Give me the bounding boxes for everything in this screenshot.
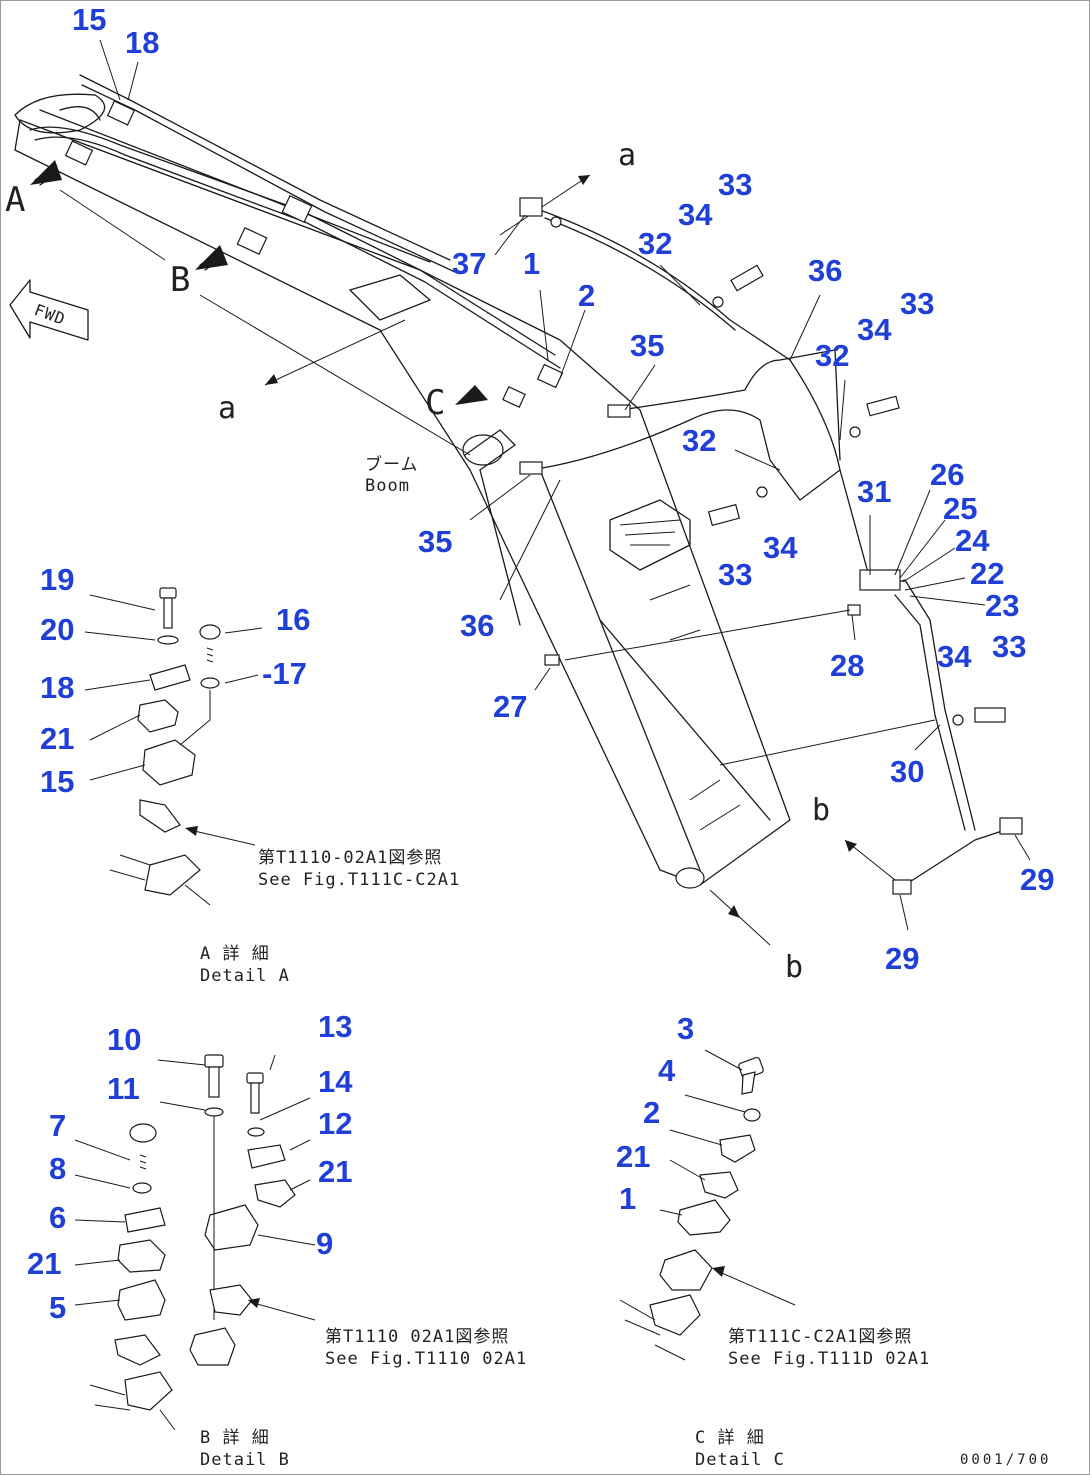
callout-24: 24 bbox=[955, 523, 990, 558]
callout-8: 8 bbox=[49, 1151, 67, 1186]
boom-outline bbox=[14, 109, 791, 889]
callout-14: 14 bbox=[318, 1064, 353, 1099]
callout-21: 21 bbox=[27, 1246, 62, 1281]
hose-routing bbox=[529, 209, 1006, 886]
detail-c-title-jp: C 詳 細 bbox=[695, 1428, 765, 1448]
callout-13: 13 bbox=[318, 1009, 353, 1044]
callout-20: 20 bbox=[40, 612, 75, 647]
callout-34: 34 bbox=[763, 530, 798, 565]
callout-21: 21 bbox=[616, 1139, 651, 1174]
callout-21: 21 bbox=[318, 1154, 353, 1189]
callout-28: 28 bbox=[830, 648, 865, 683]
callout-33: 33 bbox=[718, 557, 753, 592]
callout-29: 29 bbox=[885, 941, 920, 976]
detail-c-ref-jp: 第T111C-C2A1図参照 bbox=[728, 1327, 913, 1347]
detail-a-ref-en: See Fig.T111C-C2A1 bbox=[258, 870, 461, 890]
callout-35: 35 bbox=[630, 328, 665, 363]
callout-1: 1 bbox=[523, 246, 541, 281]
callout-36: 36 bbox=[808, 253, 843, 288]
boom-clamps bbox=[64, 100, 564, 408]
callout-34: 34 bbox=[937, 639, 972, 674]
callout-7: 7 bbox=[49, 1108, 67, 1143]
callout-21: 21 bbox=[40, 721, 75, 756]
callout-32: 32 bbox=[815, 338, 850, 373]
view-label-b: b bbox=[812, 793, 832, 828]
callout-5: 5 bbox=[49, 1290, 67, 1325]
valve-block bbox=[609, 499, 691, 571]
callout-15: 15 bbox=[40, 764, 75, 799]
leader-lines bbox=[99, 39, 1031, 931]
callout-30: 30 bbox=[890, 754, 925, 789]
callout-31: 31 bbox=[857, 474, 892, 509]
detail-b-title-jp: B 詳 細 bbox=[200, 1428, 270, 1448]
detail-b-ref-en: See Fig.T1110 02A1 bbox=[325, 1349, 528, 1369]
callout-3: 3 bbox=[677, 1011, 695, 1046]
callout-12: 12 bbox=[318, 1106, 353, 1141]
detail-a bbox=[84, 587, 263, 906]
callout-37: 37 bbox=[452, 246, 487, 281]
detail-a-title-en: Detail A bbox=[200, 966, 290, 986]
view-label-b: b bbox=[785, 950, 805, 985]
detail-a-ref-jp: 第T1110-02A1図参照 bbox=[258, 848, 443, 868]
callout-2: 2 bbox=[578, 278, 596, 313]
detail-c-title-en: Detail C bbox=[695, 1450, 785, 1470]
callout-32: 32 bbox=[638, 226, 673, 261]
callout-4: 4 bbox=[658, 1053, 676, 1088]
callout-25: 25 bbox=[943, 491, 978, 526]
callout-2: 2 bbox=[643, 1095, 661, 1130]
view-pointers bbox=[264, 174, 896, 946]
view-label-a: a bbox=[218, 391, 238, 426]
callout-29: 29 bbox=[1020, 862, 1055, 897]
callout-23: 23 bbox=[985, 588, 1020, 623]
drawing-number: 0001/700 bbox=[960, 1452, 1052, 1468]
callout-35: 35 bbox=[418, 524, 453, 559]
arrow-label-a: A bbox=[5, 180, 27, 220]
fittings bbox=[519, 197, 1023, 895]
callout-6: 6 bbox=[49, 1200, 67, 1235]
detail-a-title-jp: A 詳 細 bbox=[200, 944, 270, 964]
callout-34: 34 bbox=[857, 312, 892, 347]
boom-label-jp: ブーム bbox=[365, 455, 419, 475]
callout-9: 9 bbox=[316, 1226, 334, 1261]
callout-1: 1 bbox=[619, 1181, 637, 1216]
callout-18: 18 bbox=[125, 25, 160, 60]
callout-32: 32 bbox=[682, 423, 717, 458]
boom-label-en: Boom bbox=[365, 476, 410, 496]
callout-19: 19 bbox=[40, 562, 75, 597]
callout-36: 36 bbox=[460, 608, 495, 643]
callout-27: 27 bbox=[493, 689, 528, 724]
callout-10: 10 bbox=[107, 1022, 142, 1057]
callout-22: 22 bbox=[970, 556, 1005, 591]
view-label-a: a bbox=[618, 138, 638, 173]
callout-18: 18 bbox=[40, 670, 75, 705]
callout-11: 11 bbox=[107, 1071, 140, 1106]
detail-b-title-en: Detail B bbox=[200, 1450, 290, 1470]
callout-15: 15 bbox=[72, 2, 107, 37]
fwd-arrow bbox=[9, 279, 89, 341]
callout-17: -17 bbox=[262, 656, 307, 691]
view-arrows bbox=[30, 160, 488, 456]
callout-34: 34 bbox=[678, 197, 713, 232]
callout-33: 33 bbox=[992, 629, 1027, 664]
callout-26: 26 bbox=[930, 457, 965, 492]
detail-c bbox=[619, 1049, 796, 1361]
callout-33: 33 bbox=[900, 286, 935, 321]
callout-16: 16 bbox=[276, 602, 311, 637]
arrow-label-c: C bbox=[425, 383, 447, 423]
detail-b-ref-jp: 第T1110 02A1図参照 bbox=[325, 1327, 510, 1347]
boom-tubes bbox=[14, 74, 561, 369]
arrow-label-b: B bbox=[170, 260, 192, 300]
detail-c-ref-en: See Fig.T111D 02A1 bbox=[728, 1349, 931, 1369]
callout-33: 33 bbox=[718, 167, 753, 202]
detail-b bbox=[74, 1054, 316, 1431]
